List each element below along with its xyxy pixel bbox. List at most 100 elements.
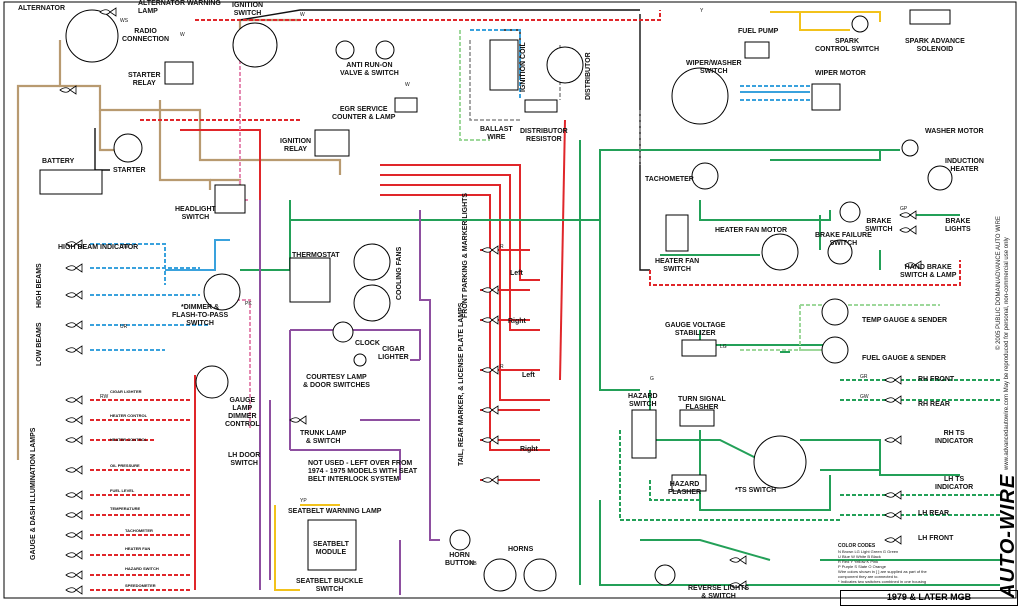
voltage-stabilizer-symbol (681, 339, 717, 357)
label-hazard-switch: HAZARD SWITCH (628, 393, 658, 408)
label-spark-solenoid: SPARK ADVANCE SOLENOID (905, 38, 965, 53)
label-induction-heater: INDUCTION HEATER (945, 158, 984, 173)
wire-tag: G (650, 376, 654, 382)
wire-tag: RW (100, 394, 109, 400)
label-rh-ts: RH TS INDICATOR (935, 430, 974, 445)
label-fuel-gauge: FUEL GAUGE & SENDER (862, 355, 946, 362)
wire-tag: UW (120, 244, 129, 250)
label-fuel-level: FUEL LEVEL (110, 488, 135, 493)
label-spark-switch: SPARK CONTROL SWITCH (815, 38, 880, 53)
horn-2-symbol (523, 558, 557, 592)
legend-title: COLOR CODES (838, 543, 876, 549)
wire-tag: W (405, 82, 410, 88)
horn-button-symbol (449, 529, 471, 551)
distributor-symbol (546, 46, 584, 84)
wire-tag: W (300, 12, 305, 18)
label-hand-brake: HAND BRAKE SWITCH & LAMP (900, 264, 957, 279)
cooling-fan-1-symbol (353, 243, 391, 281)
wire-code-tags: WS W W W UW UR RW R R GP GR GW LG PB PK … (100, 8, 908, 567)
anti-runon-valve-symbol (335, 40, 355, 60)
wire-tag: GW (860, 394, 869, 400)
label-thermostat: THERMOSTAT (292, 252, 340, 259)
label-hazard-switch-small: HAZARD SWITCH (125, 566, 159, 571)
label-heater-control-1: HEATER CONTROL (110, 413, 148, 418)
label-heater-fan-switch: HEATER FAN SWITCH (655, 258, 700, 273)
anti-runon-switch-symbol (375, 40, 395, 60)
label-seatbelt-buckle: SEATBELT BUCKLE SWITCH (296, 578, 364, 593)
hazard-switch-symbol (631, 409, 657, 459)
spark-control-switch-symbol (851, 15, 869, 33)
gauge-dimmer-symbol (195, 365, 229, 399)
tachometer-symbol (691, 162, 719, 190)
ignition-relay-symbol (314, 129, 350, 157)
label-courtesy: COURTESY LAMP & DOOR SWITCHES (303, 374, 370, 389)
label-brake-switch: BRAKE SWITCH (865, 218, 893, 233)
label-headlight-switch: HEADLIGHT SWITCH (175, 206, 216, 221)
label-seatbelt-lamp: SEATBELT WARNING LAMP (288, 508, 382, 515)
legend-line: N Brown LG Light Green G Green (838, 549, 899, 554)
wire-tag: UR (120, 324, 128, 330)
label-trunk: TRUNK LAMP & SWITCH (300, 430, 347, 445)
label-high-beams: HIGH BEAMS (36, 263, 43, 308)
label-gauge-dimmer: GAUGE LAMP DIMMER CONTROL (225, 397, 260, 428)
label-voltage-stabilizer: GAUGE VOLTAGE STABILIZER (665, 322, 726, 337)
red-dashed-wires (90, 10, 961, 591)
label-alternator: ALTERNATOR (18, 5, 66, 12)
heater-fan-switch-symbol (665, 214, 689, 252)
label-lh-front: LH FRONT (918, 535, 954, 542)
label-temperature: TEMPERATURE (110, 506, 141, 511)
label-cigar: CIGAR LIGHTER (378, 346, 409, 361)
label-radio: RADIO CONNECTION (122, 28, 170, 43)
side-copyright: © 2005 PUBLIC DOMAIN/ADVANCE AUTO WIRE (996, 216, 1002, 350)
wire-tag: PB (470, 561, 477, 567)
washer-motor-symbol (901, 139, 919, 157)
diagram-border (3, 1, 1017, 599)
ignition-coil-symbol (489, 39, 519, 91)
wiper-switch-symbol (671, 67, 729, 125)
label-left-2: Left (522, 372, 535, 379)
heater-fan-motor-symbol (761, 233, 799, 271)
label-heater-fan-motor: HEATER FAN MOTOR (715, 227, 788, 234)
wire-tag: Y (700, 8, 704, 14)
label-speedometer-small: SPEEDOMETER (125, 583, 156, 588)
battery-symbol (39, 169, 103, 195)
starter-relay-symbol (164, 61, 194, 85)
label-tachometer: TACHOMETER (645, 176, 694, 183)
label-oil-pressure: OIL PRESSURE (110, 463, 140, 468)
clock-symbol (332, 321, 354, 343)
blue-dashed-wires (90, 29, 810, 351)
label-horn-button: HORN BUTTON (445, 552, 475, 567)
wire-tag: LG (720, 344, 727, 350)
headlight-switch-symbol (214, 184, 246, 214)
label-ignition-switch: IGNITION SWITCH (232, 2, 264, 17)
brown-wires (16, 18, 342, 460)
yellow-wires (274, 11, 881, 591)
label-cooling-fans: COOLING FANS (396, 246, 403, 300)
legend-line: P Purple S Slate O Orange (838, 564, 886, 569)
label-high-beam-indicator: HIGH BEAM INDICATOR (58, 244, 139, 251)
label-lh-door: LH DOOR SWITCH (228, 452, 261, 467)
label-hazard-flasher: HAZARD FLASHER (668, 481, 702, 496)
thermostat-symbol (289, 257, 331, 303)
label-rh-rear: RH REAR (918, 401, 950, 408)
label-starter: STARTER (113, 167, 146, 174)
label-right-1: Right (508, 318, 526, 325)
label-wiper-switch: WIPER/WASHER SWITCH (686, 60, 742, 75)
label-alt-warning: ALTERNATOR WARNING LAMP (138, 0, 221, 15)
label-right-2: Right (520, 446, 538, 453)
turn-flasher-symbol (679, 409, 715, 427)
ts-switch-symbol (753, 435, 807, 489)
label-anti-runon: ANTI RUN-ON VALVE & SWITCH (340, 62, 399, 77)
spark-solenoid-symbol (909, 9, 951, 25)
blue-wires (165, 91, 810, 271)
label-low-beams: LOW BEAMS (36, 322, 43, 366)
label-ignition-relay: IGNITION RELAY (280, 138, 312, 153)
label-brake-failure: BRAKE FAILURE SWITCH (815, 232, 872, 247)
wiper-motor-symbol (811, 83, 841, 111)
diagram-title: 1979 & LATER MGB (840, 590, 1018, 606)
cooling-fan-2-symbol (353, 284, 391, 322)
label-distributor: DISTRIBUTOR (585, 52, 592, 100)
green-wires (240, 140, 1000, 586)
alternator-symbol (65, 9, 119, 63)
